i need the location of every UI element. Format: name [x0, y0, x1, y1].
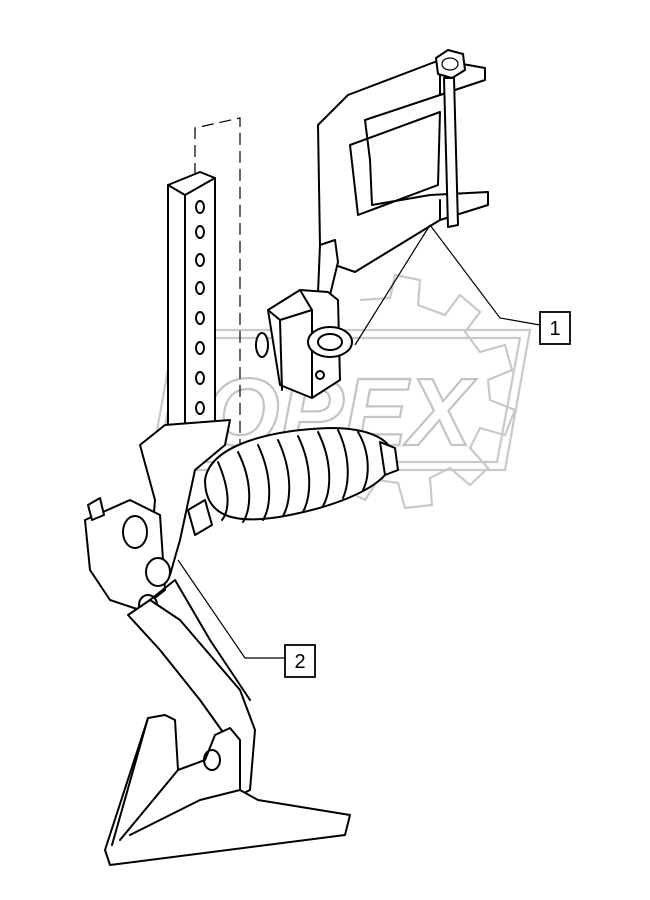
share-blade-ridge — [111, 717, 241, 846]
share-bolt-hole — [203, 749, 221, 771]
sweep-share — [104, 714, 351, 866]
spring-end-cap — [379, 441, 399, 476]
watermark-frame — [148, 328, 532, 472]
callout-1: 1 — [539, 311, 571, 345]
dashed-guide-line — [194, 117, 241, 445]
compression-spring — [187, 427, 399, 536]
tine-shank — [127, 599, 256, 801]
pivot-bolt-upper — [122, 515, 148, 549]
clamp-pin-left — [255, 332, 269, 358]
spring-rod-end — [187, 499, 213, 536]
lock-nut — [307, 326, 353, 358]
tine-shank-edge — [149, 579, 251, 701]
clamp-lever — [317, 239, 339, 296]
clamp-bolt-head — [435, 49, 466, 79]
callout-1-leader-b — [354, 224, 431, 346]
standard-bar-face — [167, 177, 216, 451]
spring-tine-arm — [84, 419, 256, 801]
callout-2: 2 — [284, 644, 316, 678]
bracket-outer — [317, 59, 489, 273]
callout-2-box — [284, 644, 316, 678]
lock-nut-hole — [317, 333, 343, 351]
spring-coils — [217, 429, 369, 523]
share-blade — [104, 714, 351, 866]
callout-1-leader — [429, 224, 541, 326]
frame-clamp-bracket — [317, 49, 489, 273]
callout-1-box — [539, 311, 571, 345]
callout-2-label: 2 — [294, 651, 305, 673]
bracket-inner-window — [349, 111, 441, 216]
pivot-washer — [87, 497, 105, 521]
bolt-head-face — [441, 57, 459, 71]
perforated-standard-bar — [167, 171, 216, 451]
clamp-hole — [315, 370, 325, 380]
callout-2-leader — [177, 559, 285, 659]
callout-1-label: 1 — [549, 318, 560, 340]
standard-bar-holes — [195, 200, 205, 415]
standard-bar-body — [167, 171, 216, 451]
clamp-block-front — [267, 289, 313, 399]
pivot-bolt-lower — [145, 557, 171, 587]
watermark-frame-inner — [156, 336, 522, 464]
adjustment-clamp — [255, 239, 353, 399]
